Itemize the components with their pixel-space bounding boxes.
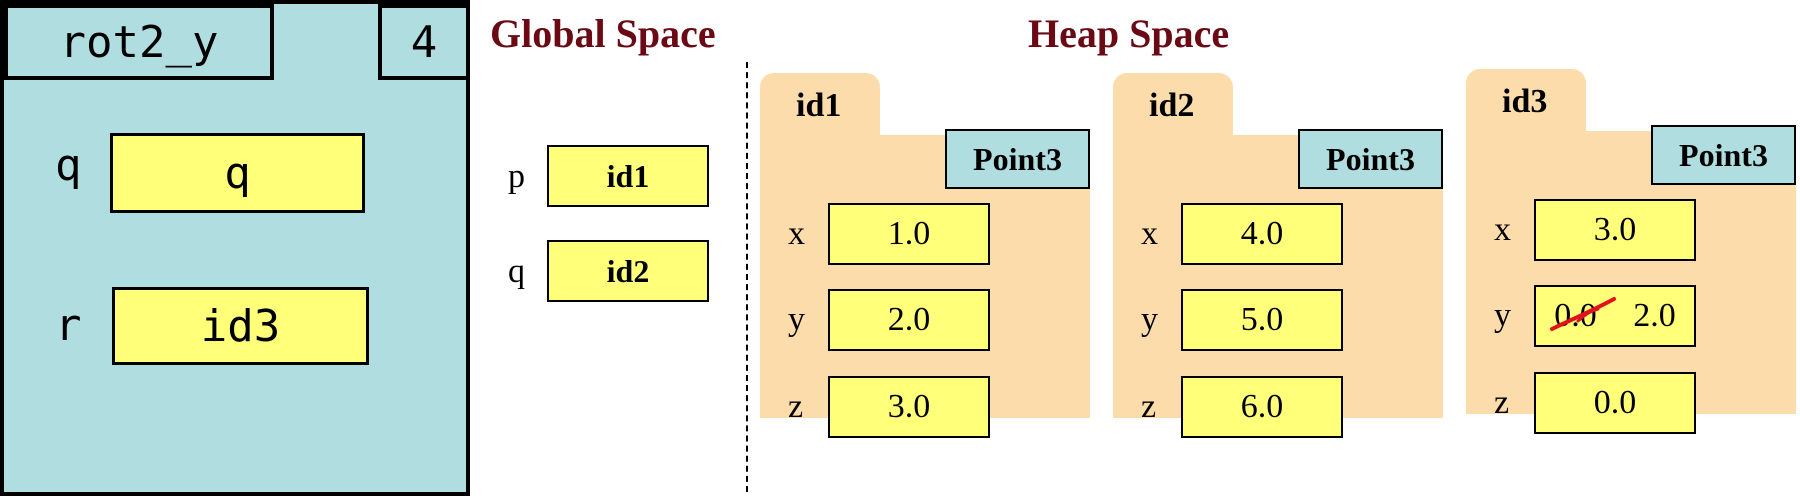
field-label-y: y bbox=[1141, 301, 1158, 338]
field-value-y: 2.0 bbox=[828, 289, 990, 351]
field-value-z: 0.0 bbox=[1534, 372, 1696, 434]
global-var-value-p: id1 bbox=[547, 145, 709, 207]
frame-function-name: rot2_y bbox=[4, 4, 274, 80]
frame-var-label-q: q bbox=[55, 140, 82, 191]
old-value-text: 0.0 bbox=[1554, 297, 1597, 334]
field-value-x: 3.0 bbox=[1534, 199, 1696, 261]
field-value-z: 6.0 bbox=[1181, 376, 1343, 438]
frame-var-label-r: r bbox=[55, 300, 82, 351]
field-value-z: 3.0 bbox=[828, 376, 990, 438]
heap-object-id3: id3 Point3 x 3.0 y 0.0 2.0 z 0.0 bbox=[1466, 69, 1796, 434]
global-var-label-q: q bbox=[508, 253, 525, 290]
heap-object-id1: id1 Point3 x 1.0 y 2.0 z 3.0 bbox=[760, 73, 1090, 438]
new-value-text: 2.0 bbox=[1633, 297, 1676, 334]
field-label-x: x bbox=[1494, 211, 1511, 248]
heap-space-title: Heap Space bbox=[1028, 11, 1230, 56]
field-value-x: 1.0 bbox=[828, 203, 990, 265]
heap-object-id2: id2 Point3 x 4.0 y 5.0 z 6.0 bbox=[1113, 73, 1443, 438]
field-label-y: y bbox=[788, 301, 805, 338]
frame-line-number: 4 bbox=[378, 4, 470, 80]
field-label-z: z bbox=[1494, 384, 1510, 421]
frame-var-value-q: q bbox=[110, 133, 365, 213]
space-divider bbox=[746, 62, 748, 492]
object-id-tab: id1 bbox=[760, 73, 880, 143]
frame-var-value-r: id3 bbox=[112, 287, 369, 365]
global-space-title: Global Space bbox=[490, 11, 716, 56]
object-class-name: Point3 bbox=[1298, 129, 1443, 189]
field-value-y: 5.0 bbox=[1181, 289, 1343, 351]
object-id-tab: id2 bbox=[1113, 73, 1233, 143]
field-value-y: 0.0 2.0 bbox=[1534, 285, 1696, 347]
object-class-name: Point3 bbox=[1651, 125, 1796, 185]
field-label-y: y bbox=[1494, 297, 1511, 334]
object-class-name: Point3 bbox=[945, 129, 1090, 189]
global-var-value-q: id2 bbox=[547, 240, 709, 302]
field-label-x: x bbox=[1141, 215, 1158, 252]
call-frame bbox=[0, 0, 470, 496]
field-old-value: 0.0 bbox=[1550, 297, 1617, 335]
field-value-x: 4.0 bbox=[1181, 203, 1343, 265]
global-var-label-p: p bbox=[508, 158, 525, 195]
field-label-z: z bbox=[788, 388, 804, 425]
field-label-z: z bbox=[1141, 388, 1157, 425]
strike-through-mark bbox=[1550, 297, 1617, 331]
object-id-tab: id3 bbox=[1466, 69, 1586, 139]
field-label-x: x bbox=[788, 215, 805, 252]
